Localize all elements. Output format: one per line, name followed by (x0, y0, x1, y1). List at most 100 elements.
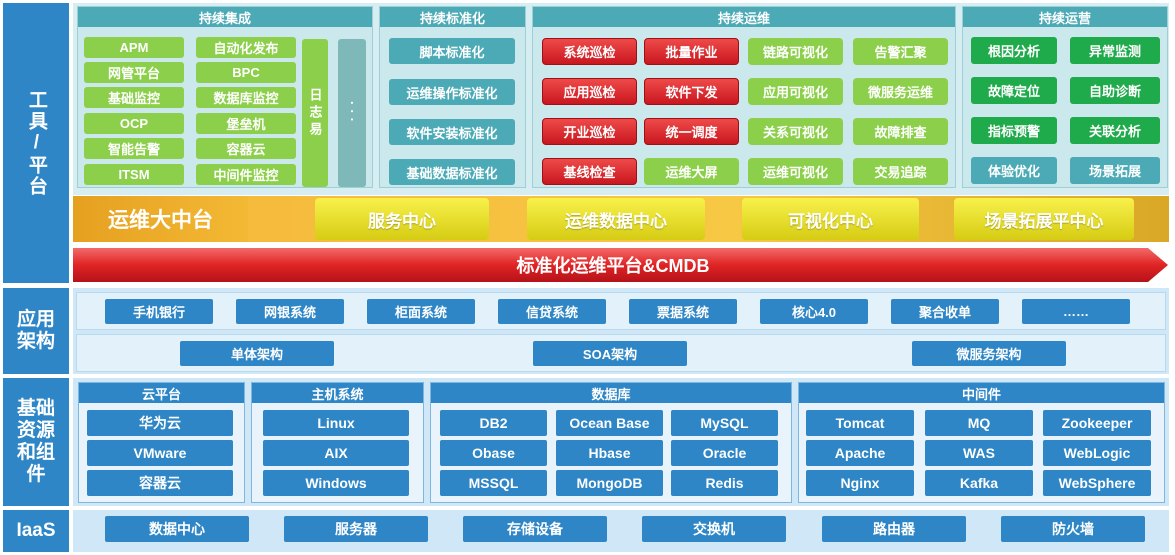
group-title: 中间件 (799, 383, 1164, 403)
tool-item: 自助诊断 (1070, 77, 1160, 104)
infra-item: 容器云 (87, 470, 233, 496)
infra-item: WebSphere (1043, 470, 1151, 496)
app-system-item: 聚合收单 (891, 299, 999, 324)
tool-item: 关联分析 (1070, 117, 1160, 144)
tool-item: 交易追踪 (853, 158, 948, 185)
group-title: 数据库 (431, 383, 791, 403)
tool-item: 脚本标准化 (389, 38, 515, 64)
infra-item: Ocean Base (556, 410, 663, 436)
infra-item: Obase (440, 440, 547, 466)
infra-item: Kafka (925, 470, 1033, 496)
tool-item: OCP (84, 113, 184, 134)
infra-item: MSSQL (440, 470, 547, 496)
tool-item: 运维可视化 (748, 158, 843, 185)
tool-item: 基础数据标准化 (389, 159, 515, 185)
iaas-section (73, 510, 1169, 552)
ops-middle-platform-title: 运维大中台 (73, 196, 248, 242)
tool-item: 系统巡检 (542, 38, 637, 65)
iaas-item: 路由器 (822, 516, 966, 542)
tool-item: 链路可视化 (748, 38, 843, 65)
iaas-item: 数据中心 (105, 516, 249, 542)
tool-item: 批量作业 (644, 38, 739, 65)
tool-item: 堡垒机 (196, 113, 296, 134)
app-architecture-item: SOA架构 (533, 341, 687, 366)
middle-item: 可视化中心 (742, 198, 919, 240)
tool-item: 自动化发布 (196, 37, 296, 58)
tool-item: ITSM (84, 164, 184, 185)
tool-item: 数据库监控 (196, 87, 296, 108)
tool-item: 基线检查 (542, 158, 637, 185)
group-title: 持续集成 (78, 7, 372, 27)
infra-item: Apache (806, 440, 914, 466)
tool-item: 指标预警 (971, 117, 1057, 144)
infra-item: AIX (263, 440, 409, 466)
group-title: 云平台 (79, 383, 244, 403)
group-title: 持续运营 (963, 7, 1167, 27)
tool-item: 软件安装标准化 (389, 119, 515, 145)
app-architecture-item: 单体架构 (180, 341, 334, 366)
label-app-architecture: 应用架构 (3, 288, 69, 374)
tool-item: 关系可视化 (748, 118, 843, 145)
infra-item: WebLogic (1043, 440, 1151, 466)
app-system-item: 票据系统 (629, 299, 737, 324)
infra-item: WAS (925, 440, 1033, 466)
iaas-item: 防火墙 (1001, 516, 1145, 542)
tool-item: 运维操作标准化 (389, 79, 515, 105)
tool-item: APM (84, 37, 184, 58)
tool-item: 场景拓展 (1070, 157, 1160, 184)
iaas-item: 交换机 (642, 516, 786, 542)
tool-item: 故障排查 (853, 118, 948, 145)
infra-item: Linux (263, 410, 409, 436)
app-system-item: 手机银行 (105, 299, 213, 324)
infra-item: 华为云 (87, 410, 233, 436)
infra-item: MySQL (671, 410, 778, 436)
app-system-item: …… (1022, 299, 1130, 324)
tool-item: 应用巡检 (542, 78, 637, 105)
tool-item: 故障定位 (971, 77, 1057, 104)
infra-item: Redis (671, 470, 778, 496)
group-title: 持续标准化 (380, 7, 525, 27)
tool-item: 微服务运维 (853, 78, 948, 105)
infra-item: Hbase (556, 440, 663, 466)
label-tools-platform: 工具/平台 (3, 3, 69, 283)
app-system-item: 核心4.0 (760, 299, 868, 324)
log-yi-box: 日志易 (302, 39, 328, 187)
label-infra-components: 基础资源和组件 (3, 378, 69, 506)
infra-item: MQ (925, 410, 1033, 436)
label-iaas: IaaS (3, 510, 69, 552)
tool-item: BPC (196, 62, 296, 83)
infra-item: MongoDB (556, 470, 663, 496)
app-architecture-item: 微服务架构 (912, 341, 1066, 366)
group-continuous-standardization: 持续标准化 脚本标准化运维操作标准化软件安装标准化基础数据标准化 (379, 6, 526, 188)
group-continuous-operation: 持续运营 根因分析故障定位指标预警体验优化 异常监测自助诊断关联分析场景拓展 (962, 6, 1168, 188)
app-system-item: 柜面系统 (367, 299, 475, 324)
infra-item: Nginx (806, 470, 914, 496)
tool-item: 异常监测 (1070, 37, 1160, 64)
infra-item: Oracle (671, 440, 778, 466)
app-system-item: 信贷系统 (498, 299, 606, 324)
middle-item: 运维数据中心 (527, 198, 705, 240)
tool-item: 开业巡检 (542, 118, 637, 145)
infra-item: VMware (87, 440, 233, 466)
tool-item: 根因分析 (971, 37, 1057, 64)
platform-arrow-label: 标准化运维平台&CMDB (516, 256, 710, 276)
tool-item: 应用可视化 (748, 78, 843, 105)
infra-item: Windows (263, 470, 409, 496)
group-title: 持续运维 (533, 7, 955, 27)
group-title: 主机系统 (252, 383, 423, 403)
infra-item: Tomcat (806, 410, 914, 436)
tool-item: 网管平台 (84, 62, 184, 83)
tool-item: 体验优化 (971, 157, 1057, 184)
iaas-item: 存储设备 (463, 516, 607, 542)
more-box: ··· (338, 39, 366, 187)
tool-item: 统一调度 (644, 118, 739, 145)
iaas-item: 服务器 (284, 516, 428, 542)
tool-item: 运维大屏 (644, 158, 739, 185)
infra-item: DB2 (440, 410, 547, 436)
group-continuous-ops: 持续运维 系统巡检应用巡检开业巡检基线检查批量作业软件下发统一调度运维大屏链路可… (532, 6, 956, 188)
tool-item: 容器云 (196, 138, 296, 159)
platform-arrow (73, 248, 1168, 282)
middle-item: 服务中心 (315, 198, 489, 240)
tool-item: 告警汇聚 (853, 38, 948, 65)
